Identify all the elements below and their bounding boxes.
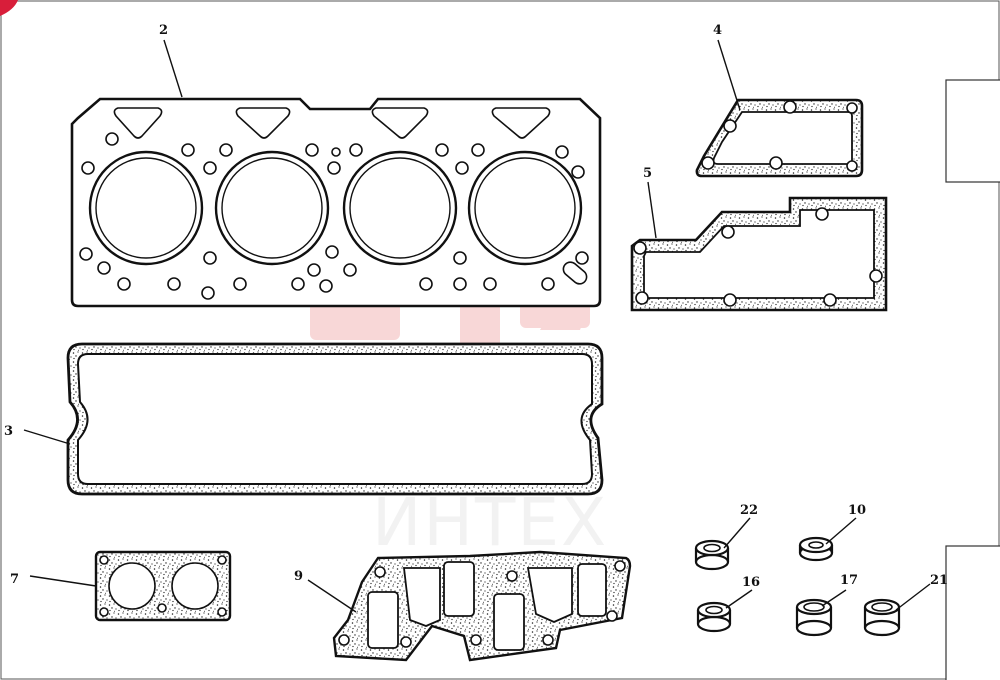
corner-mark <box>0 0 18 16</box>
callout-5: 5 <box>643 166 652 181</box>
part-10-washer <box>798 536 834 562</box>
part-21-seal <box>863 598 901 637</box>
callout-2: 2 <box>159 23 168 38</box>
part-4-cover-gasket <box>695 98 864 178</box>
edge-box-bottom <box>945 545 1000 680</box>
part-5-long-gasket <box>630 196 888 312</box>
callout-21: 21 <box>930 573 948 588</box>
edge-box-top <box>945 79 1000 183</box>
leader-lines <box>23 39 931 613</box>
callout-17: 17 <box>840 573 858 588</box>
callout-16: 16 <box>742 575 760 590</box>
part-3-valve-cover-gasket <box>66 342 604 496</box>
part-22-seal <box>694 539 730 571</box>
part-16-seal <box>696 601 732 633</box>
part-9-manifold-gasket <box>332 550 632 662</box>
callout-10: 10 <box>848 503 866 518</box>
callout-9: 9 <box>294 569 303 584</box>
part-2-head-gasket <box>70 97 602 308</box>
watermark-text: ИНТЕХ <box>372 484 608 561</box>
callout-7: 7 <box>10 572 19 587</box>
part-17-seal <box>795 598 833 637</box>
callout-4: 4 <box>713 23 722 38</box>
callout-22: 22 <box>740 503 758 518</box>
callout-3: 3 <box>4 424 13 439</box>
part-7-flange-gasket <box>94 550 232 622</box>
